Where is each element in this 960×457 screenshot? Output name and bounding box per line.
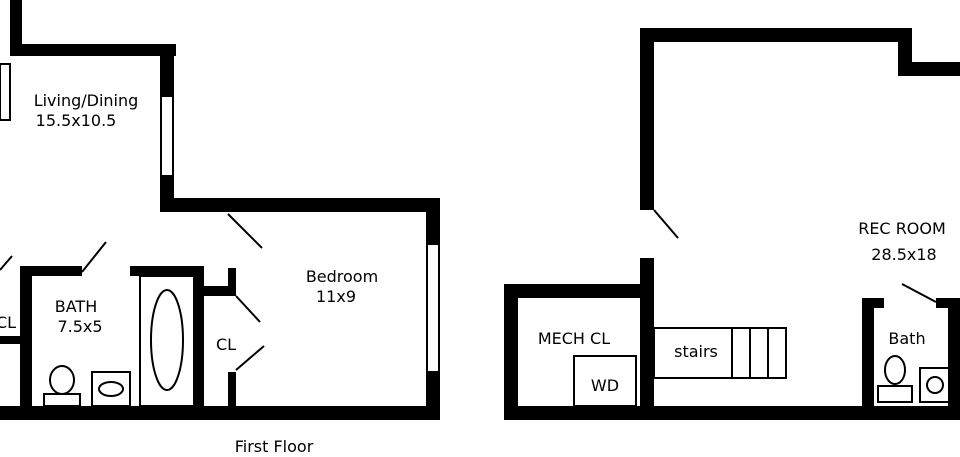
window xyxy=(426,243,440,373)
first-floor-details xyxy=(0,63,440,407)
wall xyxy=(426,198,440,244)
wall xyxy=(228,268,236,294)
wall xyxy=(194,286,236,296)
bedroom-size: 11x9 xyxy=(316,287,356,306)
mech-closet-label: MECH CL xyxy=(538,329,610,348)
sink-basin xyxy=(98,381,124,397)
wall xyxy=(194,266,204,414)
bath-size: 7.5x5 xyxy=(57,317,102,336)
door-swing xyxy=(235,345,265,371)
window xyxy=(160,95,174,177)
wall xyxy=(130,266,200,276)
bathtub xyxy=(139,275,195,407)
wall xyxy=(640,258,654,420)
door-swing xyxy=(227,213,263,249)
door-swing xyxy=(0,255,13,271)
first-floor-caption: First Floor xyxy=(235,437,314,456)
lower-level-plan xyxy=(504,28,960,420)
wall xyxy=(0,336,22,344)
washer-dryer-label: WD xyxy=(591,376,619,395)
lower-level-details xyxy=(573,209,951,407)
toilet-tank xyxy=(43,393,81,407)
toilet-tank xyxy=(877,385,913,403)
door-swing xyxy=(901,283,937,303)
closet-label-left: CL xyxy=(0,313,16,332)
rec-room-name: REC ROOM xyxy=(858,219,946,238)
lower-bath-label: Bath xyxy=(888,329,925,348)
toilet-bowl xyxy=(884,355,906,385)
door-swing xyxy=(235,295,261,323)
door-swing xyxy=(81,241,107,273)
living-dining-name: Living/Dining xyxy=(34,91,139,110)
wall xyxy=(160,198,440,212)
wall xyxy=(504,284,518,420)
stairs-label: stairs xyxy=(674,342,718,361)
window xyxy=(0,63,11,121)
wall xyxy=(20,266,32,414)
washer-dryer xyxy=(573,355,637,407)
stairs xyxy=(653,327,787,379)
wall xyxy=(504,406,960,420)
living-dining-size: 15.5x10.5 xyxy=(36,111,117,130)
labels: Living/Dining 15.5x10.5 Bedroom 11x9 BAT… xyxy=(0,91,946,456)
wall xyxy=(228,372,236,412)
rec-room-size: 28.5x18 xyxy=(871,245,936,264)
wall xyxy=(10,44,176,56)
wall xyxy=(10,0,22,50)
door-swing xyxy=(653,209,679,239)
first-floor-plan xyxy=(0,0,440,420)
wall xyxy=(640,28,912,42)
wall xyxy=(0,406,440,420)
sink xyxy=(91,371,131,407)
wall xyxy=(504,284,650,298)
bath-name: BATH xyxy=(55,297,97,316)
sink xyxy=(919,367,951,403)
wall xyxy=(640,28,654,210)
bedroom-name: Bedroom xyxy=(306,267,378,286)
wall xyxy=(20,266,82,276)
closet-label-bedroom: CL xyxy=(216,335,236,354)
wall xyxy=(862,298,884,308)
wall xyxy=(898,62,960,76)
wall xyxy=(862,298,874,410)
wall xyxy=(160,44,174,96)
sink-basin xyxy=(926,376,944,394)
toilet-bowl xyxy=(49,365,75,395)
bathtub-basin xyxy=(150,289,184,391)
